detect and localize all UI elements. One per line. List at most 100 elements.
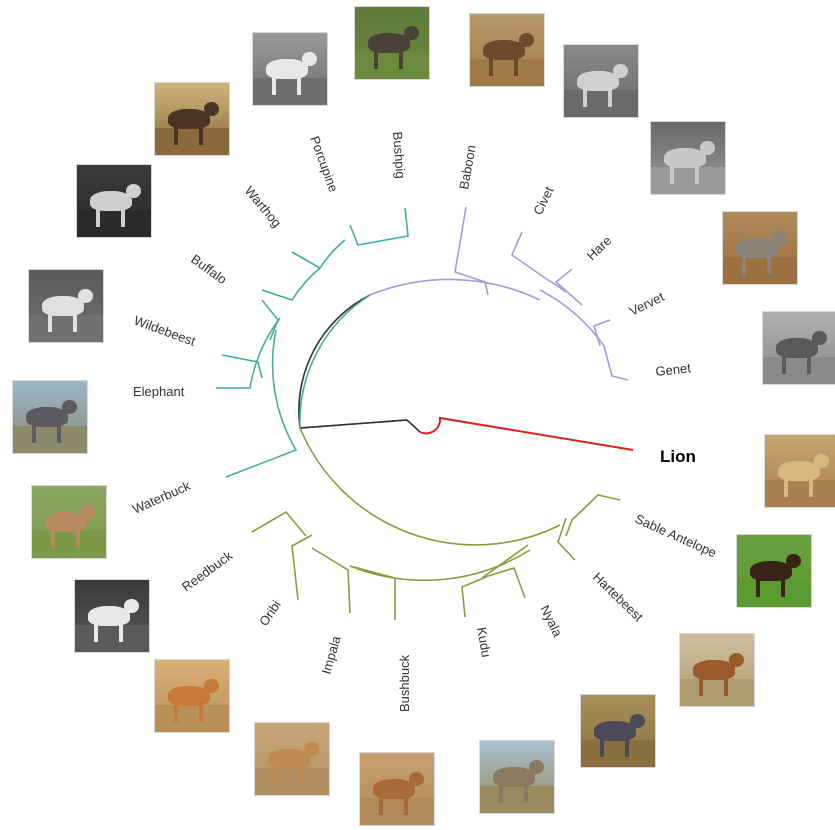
animal-silhouette [776, 337, 818, 359]
antelope-main-arc [299, 427, 561, 546]
animal-silhouette [57, 422, 62, 443]
photo-vervet [722, 211, 798, 285]
elephant-branch [216, 317, 281, 389]
photo-civet [563, 44, 639, 118]
photo-oribi [154, 659, 230, 733]
reedbuck-branch [251, 510, 307, 537]
photo-porcupine [252, 32, 328, 106]
animal-silhouette [301, 51, 317, 67]
animal-silhouette [61, 399, 77, 415]
animal-silhouette [785, 553, 801, 569]
animal-silhouette [693, 659, 735, 681]
photo-waterbuck [31, 485, 107, 559]
animal-silhouette [96, 206, 100, 227]
animal-silhouette [813, 453, 829, 469]
animal-silhouette [608, 86, 613, 107]
photo-ground [77, 209, 151, 237]
animal-silhouette [374, 48, 378, 69]
photo-ground [470, 58, 544, 86]
wildebeest-branch [221, 354, 263, 379]
photo-impala [254, 722, 330, 796]
label-baboon: Baboon [456, 144, 479, 191]
photo-ground [29, 314, 103, 342]
animal-silhouette [399, 48, 404, 69]
animal-silhouette [168, 685, 210, 707]
bushpig-branch [349, 207, 409, 246]
photo-kudu [479, 740, 555, 814]
genet-branch [539, 289, 629, 381]
label-impala: Impala [318, 633, 343, 675]
animal-silhouette [699, 675, 703, 696]
animal-silhouette [767, 253, 772, 274]
label-hartebeest: Hartebeest [590, 569, 646, 624]
oribi-branch [291, 534, 313, 601]
bushbuck-branch [349, 549, 531, 620]
label-hare: Hare [584, 233, 615, 263]
photo-ground [253, 77, 327, 105]
label-sable: Sable Antelope [633, 511, 719, 560]
photo-reedbuck [74, 579, 150, 653]
label-wildebeest: Wildebeest [132, 313, 198, 349]
animal-silhouette [784, 476, 788, 497]
photo-nyala [580, 694, 656, 768]
photo-ground [75, 624, 149, 652]
kudu-branch [461, 576, 487, 618]
photo-ground [480, 785, 554, 813]
animal-silhouette [612, 63, 628, 79]
animal-silhouette [483, 39, 525, 61]
sable-branch [565, 494, 621, 537]
root-branches [298, 294, 421, 433]
photo-bushpig [354, 6, 430, 80]
animal-silhouette [724, 675, 729, 696]
hare-branch [554, 268, 583, 306]
animal-silhouette [583, 86, 587, 107]
animal-silhouette [778, 460, 820, 482]
photo-hartebeest [679, 633, 755, 707]
animal-silhouette [756, 576, 760, 597]
lion-branch [419, 416, 634, 451]
photo-ground [355, 51, 429, 79]
warthog-branch [261, 267, 321, 301]
baboon-branch [454, 206, 489, 296]
animal-silhouette [48, 311, 52, 332]
photo-ground [155, 127, 229, 155]
label-oribi: Oribi [256, 597, 284, 628]
animal-silhouette [811, 330, 827, 346]
photo-genet [762, 311, 835, 385]
animal-silhouette [750, 560, 792, 582]
animal-silhouette [489, 55, 493, 76]
animal-silhouette [809, 476, 814, 497]
animal-silhouette [499, 782, 503, 803]
animal-silhouette [26, 406, 68, 428]
label-warthog: Warthog [242, 183, 285, 230]
photo-elephant [12, 380, 88, 454]
photo-baboon [469, 13, 545, 87]
animal-silhouette [625, 736, 630, 757]
animal-silhouette [629, 713, 645, 729]
photo-ground [155, 704, 229, 732]
animal-silhouette [272, 74, 276, 95]
label-waterbuck: Waterbuck [130, 478, 193, 517]
animal-silhouette [80, 504, 96, 520]
animal-silhouette [524, 782, 529, 803]
animal-silhouette [77, 288, 93, 304]
photo-ground [32, 530, 106, 558]
animal-silhouette [168, 108, 210, 130]
antelope-clade [251, 427, 621, 620]
animal-silhouette [299, 764, 304, 785]
label-nyala: Nyala [537, 603, 565, 640]
photo-ground [651, 166, 725, 194]
label-bushpig: Bushpig [390, 131, 408, 179]
animal-silhouette [90, 190, 132, 212]
animal-silhouette [771, 230, 787, 246]
primates-clade [369, 206, 629, 381]
label-buffalo: Buffalo [188, 251, 229, 287]
root-to-mega-primate [298, 294, 408, 429]
label-civet: Civet [530, 184, 557, 218]
animal-silhouette [297, 74, 302, 95]
animal-silhouette [781, 576, 786, 597]
photo-lion [764, 434, 835, 508]
label-elephant: Elephant [133, 384, 185, 399]
animal-silhouette [728, 652, 744, 668]
